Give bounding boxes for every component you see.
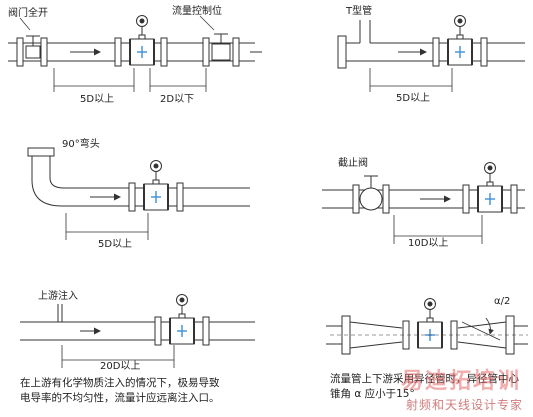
valve-label: 阀门全开 [8, 6, 48, 19]
angle-label: α/2 [494, 296, 510, 307]
elbow-label: 90°弯头 [62, 137, 100, 150]
watermark-tagline: 射频和天线设计专家 [405, 398, 523, 412]
flowmeter [447, 14, 473, 66]
dimension-downstream: 2D以下 [160, 94, 194, 105]
flowmeter [143, 159, 169, 211]
injection-label: 上游注入 [38, 289, 78, 302]
injection-note-line-1: 在上游有化学物质注入的情况下，极易导致 [20, 377, 220, 389]
reducer-note-line-1: 流量管上下游采用异径管时，异径管中心 [330, 373, 519, 385]
panel-stop-valve: 截止阀 10D以上 [322, 156, 525, 249]
injection-note: 在上游有化学物质注入的情况下，极易导致 电导率的不均匀性，流量计应远离注入口。 [20, 376, 220, 406]
dimension-upstream: 10D以上 [408, 237, 448, 249]
injection-note-line-2: 电导率的不均匀性，流量计应远离注入口。 [20, 392, 220, 404]
dimension-upstream: 5D以上 [396, 92, 430, 104]
stop-valve-label: 截止阀 [338, 156, 368, 169]
flowmeter [169, 293, 195, 345]
panel-valve-control: 阀门全开 流量控制位 5D以上 2D以下 [8, 4, 262, 105]
flowmeter [417, 297, 443, 349]
control-label: 流量控制位 [172, 4, 222, 17]
reducer-note-line-2: 锥角 α 应小于15° [330, 388, 415, 400]
stop-valve [359, 175, 383, 211]
dimension-upstream: 5D以上 [98, 238, 132, 250]
full-open-valve [16, 35, 48, 67]
flowmeter [129, 14, 155, 66]
t-pipe-label: T型管 [345, 4, 372, 17]
watermark-logo: 易迪拓培训 [400, 369, 521, 394]
panel-t-pipe: T型管 5D以上 [337, 4, 525, 104]
panel-injection: 上游注入 20D以上 [20, 289, 255, 372]
flowmeter [477, 161, 503, 213]
dimension-upstream: 5D以上 [80, 93, 114, 105]
reducer-note: 流量管上下游采用异径管时，异径管中心 锥角 α 应小于15° [330, 372, 519, 402]
panel-reducer: α/2 [326, 296, 528, 355]
flow-control-valve [202, 33, 240, 67]
dimension-upstream: 20D以上 [100, 360, 140, 372]
panel-elbow: 90°弯头 5D以上 [27, 137, 250, 250]
